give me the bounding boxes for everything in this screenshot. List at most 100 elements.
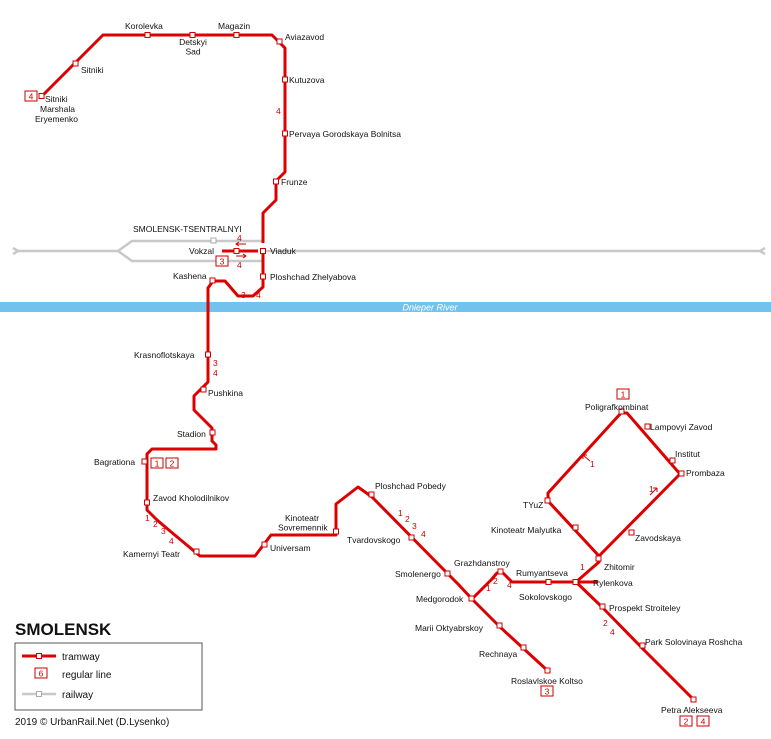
railway-line bbox=[12, 239, 766, 263]
route-number: 4 bbox=[237, 260, 242, 270]
route-badge-number: 3 bbox=[545, 687, 550, 697]
legend-regular-line-label: regular line bbox=[62, 670, 112, 681]
legend-regular-line-sample: 6 bbox=[39, 669, 44, 679]
route-badge bbox=[150, 457, 164, 469]
station-medgorodok: Medgorodok bbox=[416, 594, 464, 604]
route-badge-number: 3 bbox=[220, 257, 225, 267]
route-badge-number: 4 bbox=[701, 717, 706, 727]
route-badge-number: 4 bbox=[29, 92, 34, 102]
station-sokolovskogo: Sokolovskogo bbox=[519, 592, 572, 602]
route-number: 1 bbox=[486, 583, 491, 593]
route-number: 3 bbox=[412, 521, 417, 531]
route-badges: 4 3 1 2 1 3 2 4 bbox=[24, 90, 710, 727]
station-korolevka: Korolevka bbox=[125, 21, 163, 31]
station-prospekt-stroiteley: Prospekt Stroiteley bbox=[609, 603, 681, 613]
route-number: 4 bbox=[213, 368, 218, 378]
legend-tramway-label: tramway bbox=[62, 652, 100, 663]
route-number: 4 bbox=[276, 106, 281, 116]
legend-regular-line-swatch bbox=[34, 667, 48, 679]
legend-railway-label: railway bbox=[62, 690, 93, 701]
credit-text: 2019 © UrbanRail.Net (D.Lysenko) bbox=[15, 717, 169, 728]
route-number: 4 bbox=[237, 233, 242, 243]
legend: tramway 6 regular line railway bbox=[14, 642, 203, 711]
city-title: SMOLENSK bbox=[15, 620, 112, 639]
route-badge bbox=[616, 388, 630, 400]
route-number: 2 bbox=[405, 514, 410, 524]
legend-railway-marker bbox=[36, 691, 42, 697]
station-zhitomir: Zhitomir bbox=[604, 562, 635, 572]
route-badge-number: 2 bbox=[170, 459, 175, 469]
route-number: 4 bbox=[507, 580, 512, 590]
route-badge-number: 2 bbox=[684, 717, 689, 727]
route-number: 4 bbox=[169, 536, 174, 546]
route-badge bbox=[165, 457, 179, 469]
station-kamernyi-teatr: Kamernyi Teatr bbox=[123, 549, 180, 559]
route-number: 1 bbox=[580, 562, 585, 572]
station-ploshchad-zhelyabova: Ploshchad Zhelyabova bbox=[270, 272, 356, 282]
station-aviazavod: Aviazavod bbox=[285, 32, 324, 42]
route-badge bbox=[679, 715, 693, 727]
station-kashena: Kashena bbox=[173, 271, 207, 281]
direction-arrows bbox=[235, 241, 658, 496]
station-institut: Institut bbox=[675, 449, 701, 459]
station-stadion: Stadion bbox=[177, 429, 206, 439]
route-number: 2 bbox=[153, 519, 158, 529]
station-pervaya-gorodskaya-bolnitsa: Pervaya Gorodskaya Bolnitsa bbox=[289, 129, 401, 139]
railway-station-marker bbox=[210, 237, 217, 244]
route-badge bbox=[540, 685, 554, 697]
station-lampovyi-zavod: Lampovyi Zavod bbox=[650, 422, 713, 432]
route-number: 4 bbox=[610, 627, 615, 637]
station-tyuz: TYuZ bbox=[523, 500, 543, 510]
station-kinoteatr-malyutka: Kinoteatr Malyutka bbox=[491, 525, 562, 535]
route-number: 1 bbox=[649, 484, 654, 494]
route-number: 1 bbox=[398, 508, 403, 518]
station-prombaza: Prombaza bbox=[686, 468, 725, 478]
station-sitniki: Sitniki bbox=[81, 65, 104, 75]
station-frunze: Frunze bbox=[281, 177, 308, 187]
legend-station-marker bbox=[36, 653, 42, 659]
station-tvardovskogo: Tvardovskogo bbox=[347, 535, 401, 545]
station-roslavlskoe-koltso: Roslavlskoe Koltso bbox=[511, 676, 583, 686]
station-viaduk: Viaduk bbox=[270, 246, 297, 256]
river-label: Dnieper River bbox=[402, 303, 458, 313]
station-krasnoflotskaya: Krasnoflotskaya bbox=[134, 350, 195, 360]
route-number: 2 bbox=[603, 618, 608, 628]
route-numbers: 4 4 4 3 4 3 4 1 2 3 4 1 2 3 4 1 2 4 1 1 … bbox=[145, 106, 654, 637]
route-number: 1 bbox=[590, 459, 595, 469]
station-bagrationa: Bagrationa bbox=[94, 457, 135, 467]
station-rylenkova: Rylenkova bbox=[593, 578, 633, 588]
station-universam: Universam bbox=[270, 543, 311, 553]
route-number: 4 bbox=[421, 529, 426, 539]
route-number: 2 bbox=[493, 576, 498, 586]
station-pushkina: Pushkina bbox=[208, 388, 243, 398]
route-badge bbox=[215, 255, 229, 267]
station-poligrafkombinat: Poligrafkombinat bbox=[585, 402, 649, 412]
station-markers bbox=[38, 32, 697, 703]
station-zavodskaya: Zavodskaya bbox=[635, 533, 681, 543]
route-badge-number: 1 bbox=[155, 459, 160, 469]
station-magazin: Magazin bbox=[218, 21, 250, 31]
railway-station-label: SMOLENSK-TSENTRALNYI bbox=[133, 224, 242, 234]
route-number: 4 bbox=[256, 290, 261, 300]
station-vokzal: Vokzal bbox=[189, 246, 214, 256]
station-petra-alekseeva: Petra Alekseeva bbox=[661, 705, 723, 715]
route-number: 1 bbox=[145, 513, 150, 523]
dnieper-river bbox=[0, 302, 771, 312]
station-ploshchad-pobedy: Ploshchad Pobedy bbox=[375, 481, 447, 491]
station-rechnaya: Rechnaya bbox=[479, 649, 518, 659]
station-kutuzova: Kutuzova bbox=[289, 75, 325, 85]
route-number: 3 bbox=[213, 358, 218, 368]
route-badge-number: 1 bbox=[621, 390, 626, 400]
route-number: 3 bbox=[161, 526, 166, 536]
station-marii-oktyabrskoy: Marii Oktyabrskoy bbox=[415, 623, 484, 633]
route-number: 3 bbox=[241, 290, 246, 300]
station-rumyantseva: Rumyantseva bbox=[516, 568, 568, 578]
route-badge bbox=[24, 90, 38, 102]
route-badge bbox=[696, 715, 710, 727]
station-park-solovinaya-roshcha: Park Solovinaya Roshcha bbox=[645, 637, 743, 647]
